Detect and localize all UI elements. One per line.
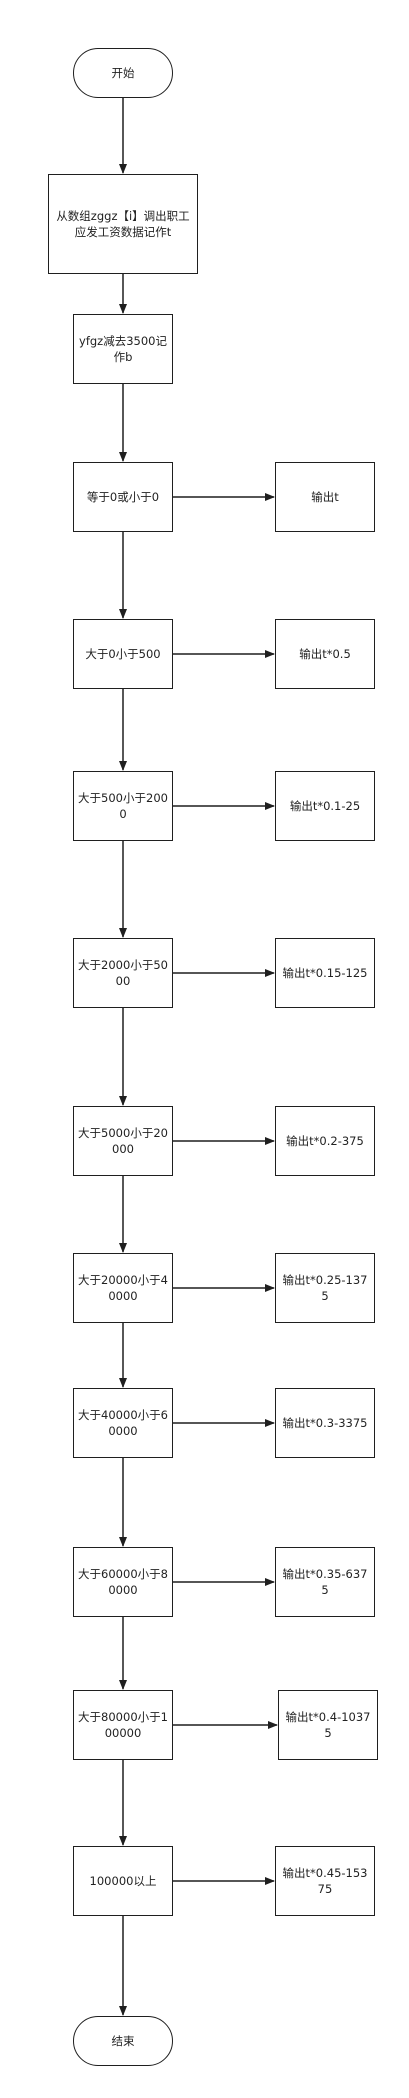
condition-node: 100000以上 bbox=[73, 1846, 173, 1916]
end-label: 结束 bbox=[111, 2034, 135, 2048]
output-label: 输出t*0.25-1375 bbox=[282, 1273, 368, 1303]
condition-label: 大于0小于500 bbox=[85, 647, 161, 661]
output-node: 输出t*0.15-125 bbox=[275, 938, 375, 1008]
output-label: 输出t*0.3-3375 bbox=[282, 1416, 368, 1430]
condition-node: 大于20000小于40000 bbox=[73, 1253, 173, 1323]
output-label: 输出t bbox=[311, 490, 339, 504]
condition-label: 大于20000小于40000 bbox=[78, 1273, 168, 1303]
output-label: 输出t*0.1-25 bbox=[289, 799, 361, 813]
end-node: 结束 bbox=[73, 2016, 173, 2066]
condition-node: 大于80000小于100000 bbox=[73, 1690, 173, 1760]
output-node: 输出t bbox=[275, 462, 375, 532]
condition-node: 大于0小于500 bbox=[73, 619, 173, 689]
condition-label: 大于60000小于80000 bbox=[78, 1567, 168, 1597]
condition-label: 大于5000小于20000 bbox=[78, 1126, 168, 1156]
subtract-node: yfgz减去3500记作b bbox=[73, 314, 173, 384]
subtract-label: yfgz减去3500记作b bbox=[79, 334, 167, 364]
fetch-data-node: 从数组zggz【i】调出职工应发工资数据记作t bbox=[48, 174, 198, 274]
condition-label: 100000以上 bbox=[89, 1874, 157, 1888]
output-label: 输出t*0.15-125 bbox=[282, 966, 368, 980]
condition-node: 大于60000小于80000 bbox=[73, 1547, 173, 1617]
output-node: 输出t*0.2-375 bbox=[275, 1106, 375, 1176]
output-node: 输出t*0.35-6375 bbox=[275, 1547, 375, 1617]
condition-label: 大于2000小于5000 bbox=[78, 958, 168, 988]
output-label: 输出t*0.2-375 bbox=[286, 1134, 364, 1148]
output-node: 输出t*0.4-10375 bbox=[278, 1690, 378, 1760]
output-label: 输出t*0.4-10375 bbox=[285, 1710, 371, 1740]
condition-node: 大于500小于2000 bbox=[73, 771, 173, 841]
condition-label: 等于0或小于0 bbox=[86, 490, 160, 504]
condition-label: 大于500小于2000 bbox=[78, 791, 168, 821]
condition-node: 大于5000小于20000 bbox=[73, 1106, 173, 1176]
output-node: 输出t*0.45-15375 bbox=[275, 1846, 375, 1916]
output-node: 输出t*0.1-25 bbox=[275, 771, 375, 841]
condition-node: 大于40000小于60000 bbox=[73, 1388, 173, 1458]
output-node: 输出t*0.5 bbox=[275, 619, 375, 689]
start-label: 开始 bbox=[111, 66, 135, 80]
output-node: 输出t*0.3-3375 bbox=[275, 1388, 375, 1458]
condition-node: 大于2000小于5000 bbox=[73, 938, 173, 1008]
fetch-data-label: 从数组zggz【i】调出职工应发工资数据记作t bbox=[56, 209, 190, 239]
output-label: 输出t*0.5 bbox=[299, 647, 351, 661]
output-node: 输出t*0.25-1375 bbox=[275, 1253, 375, 1323]
condition-label: 大于40000小于60000 bbox=[78, 1408, 168, 1438]
condition-node: 等于0或小于0 bbox=[73, 462, 173, 532]
output-label: 输出t*0.45-15375 bbox=[282, 1866, 368, 1896]
output-label: 输出t*0.35-6375 bbox=[282, 1567, 368, 1597]
condition-label: 大于80000小于100000 bbox=[78, 1710, 168, 1740]
start-node: 开始 bbox=[73, 48, 173, 98]
